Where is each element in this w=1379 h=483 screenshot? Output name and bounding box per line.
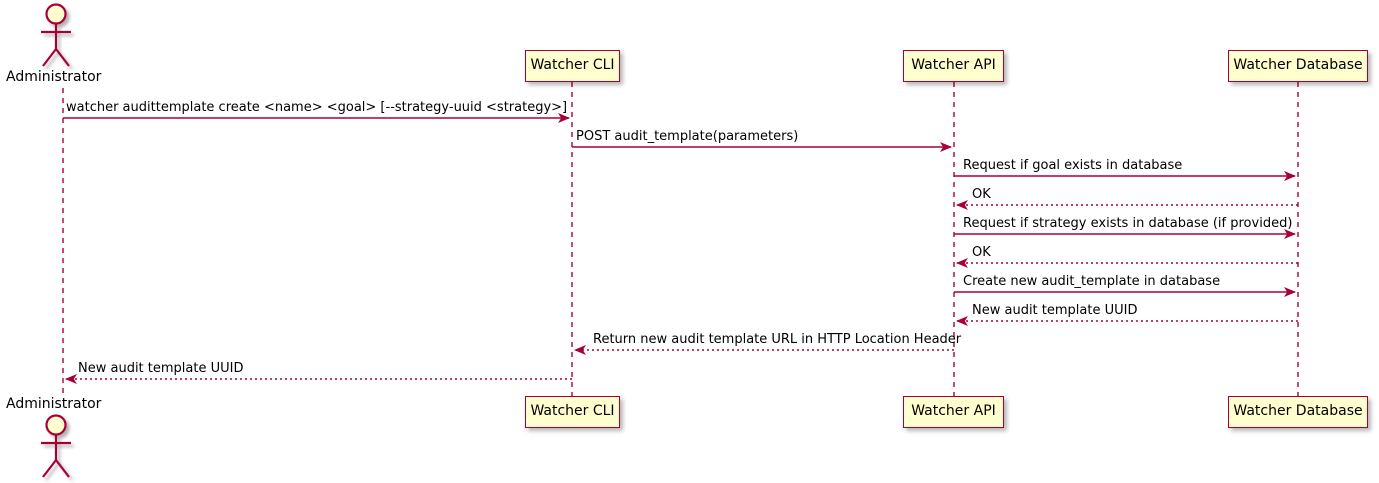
message-label-9: Return new audit template URL in HTTP Lo… (593, 332, 962, 347)
message-label-4: OK (972, 187, 991, 202)
lifelines (62, 82, 1299, 396)
actor-administrator-top (41, 3, 71, 67)
participant-box-watcher-database-top[interactable]: Watcher Database (1228, 50, 1368, 82)
message-label-3: Request if goal exists in database (963, 158, 1183, 173)
message-label-1: watcher audittemplate create <name> <goa… (66, 100, 568, 115)
actor-label-administrator-top: Administrator (6, 69, 102, 85)
message-label-2: POST audit_template(parameters) (576, 129, 799, 144)
message-label-8: New audit template UUID (972, 303, 1138, 318)
message-label-5: Request if strategy exists in database (… (963, 216, 1293, 231)
participant-box-watcher-database-bottom[interactable]: Watcher Database (1228, 396, 1368, 428)
message-label-6: OK (972, 245, 991, 260)
participant-box-watcher-cli-top[interactable]: Watcher CLI (525, 50, 620, 82)
participant-box-watcher-cli-bottom[interactable]: Watcher CLI (525, 396, 620, 428)
actor-administrator-bottom (41, 414, 71, 478)
message-label-10: New audit template UUID (78, 361, 244, 376)
participant-box-watcher-api-bottom[interactable]: Watcher API (903, 396, 1004, 428)
message-arrows (63, 113, 1298, 384)
message-label-7: Create new audit_template in database (963, 274, 1221, 289)
actor-label-administrator-bottom: Administrator (6, 396, 102, 412)
participant-box-watcher-api-top[interactable]: Watcher API (903, 50, 1004, 82)
